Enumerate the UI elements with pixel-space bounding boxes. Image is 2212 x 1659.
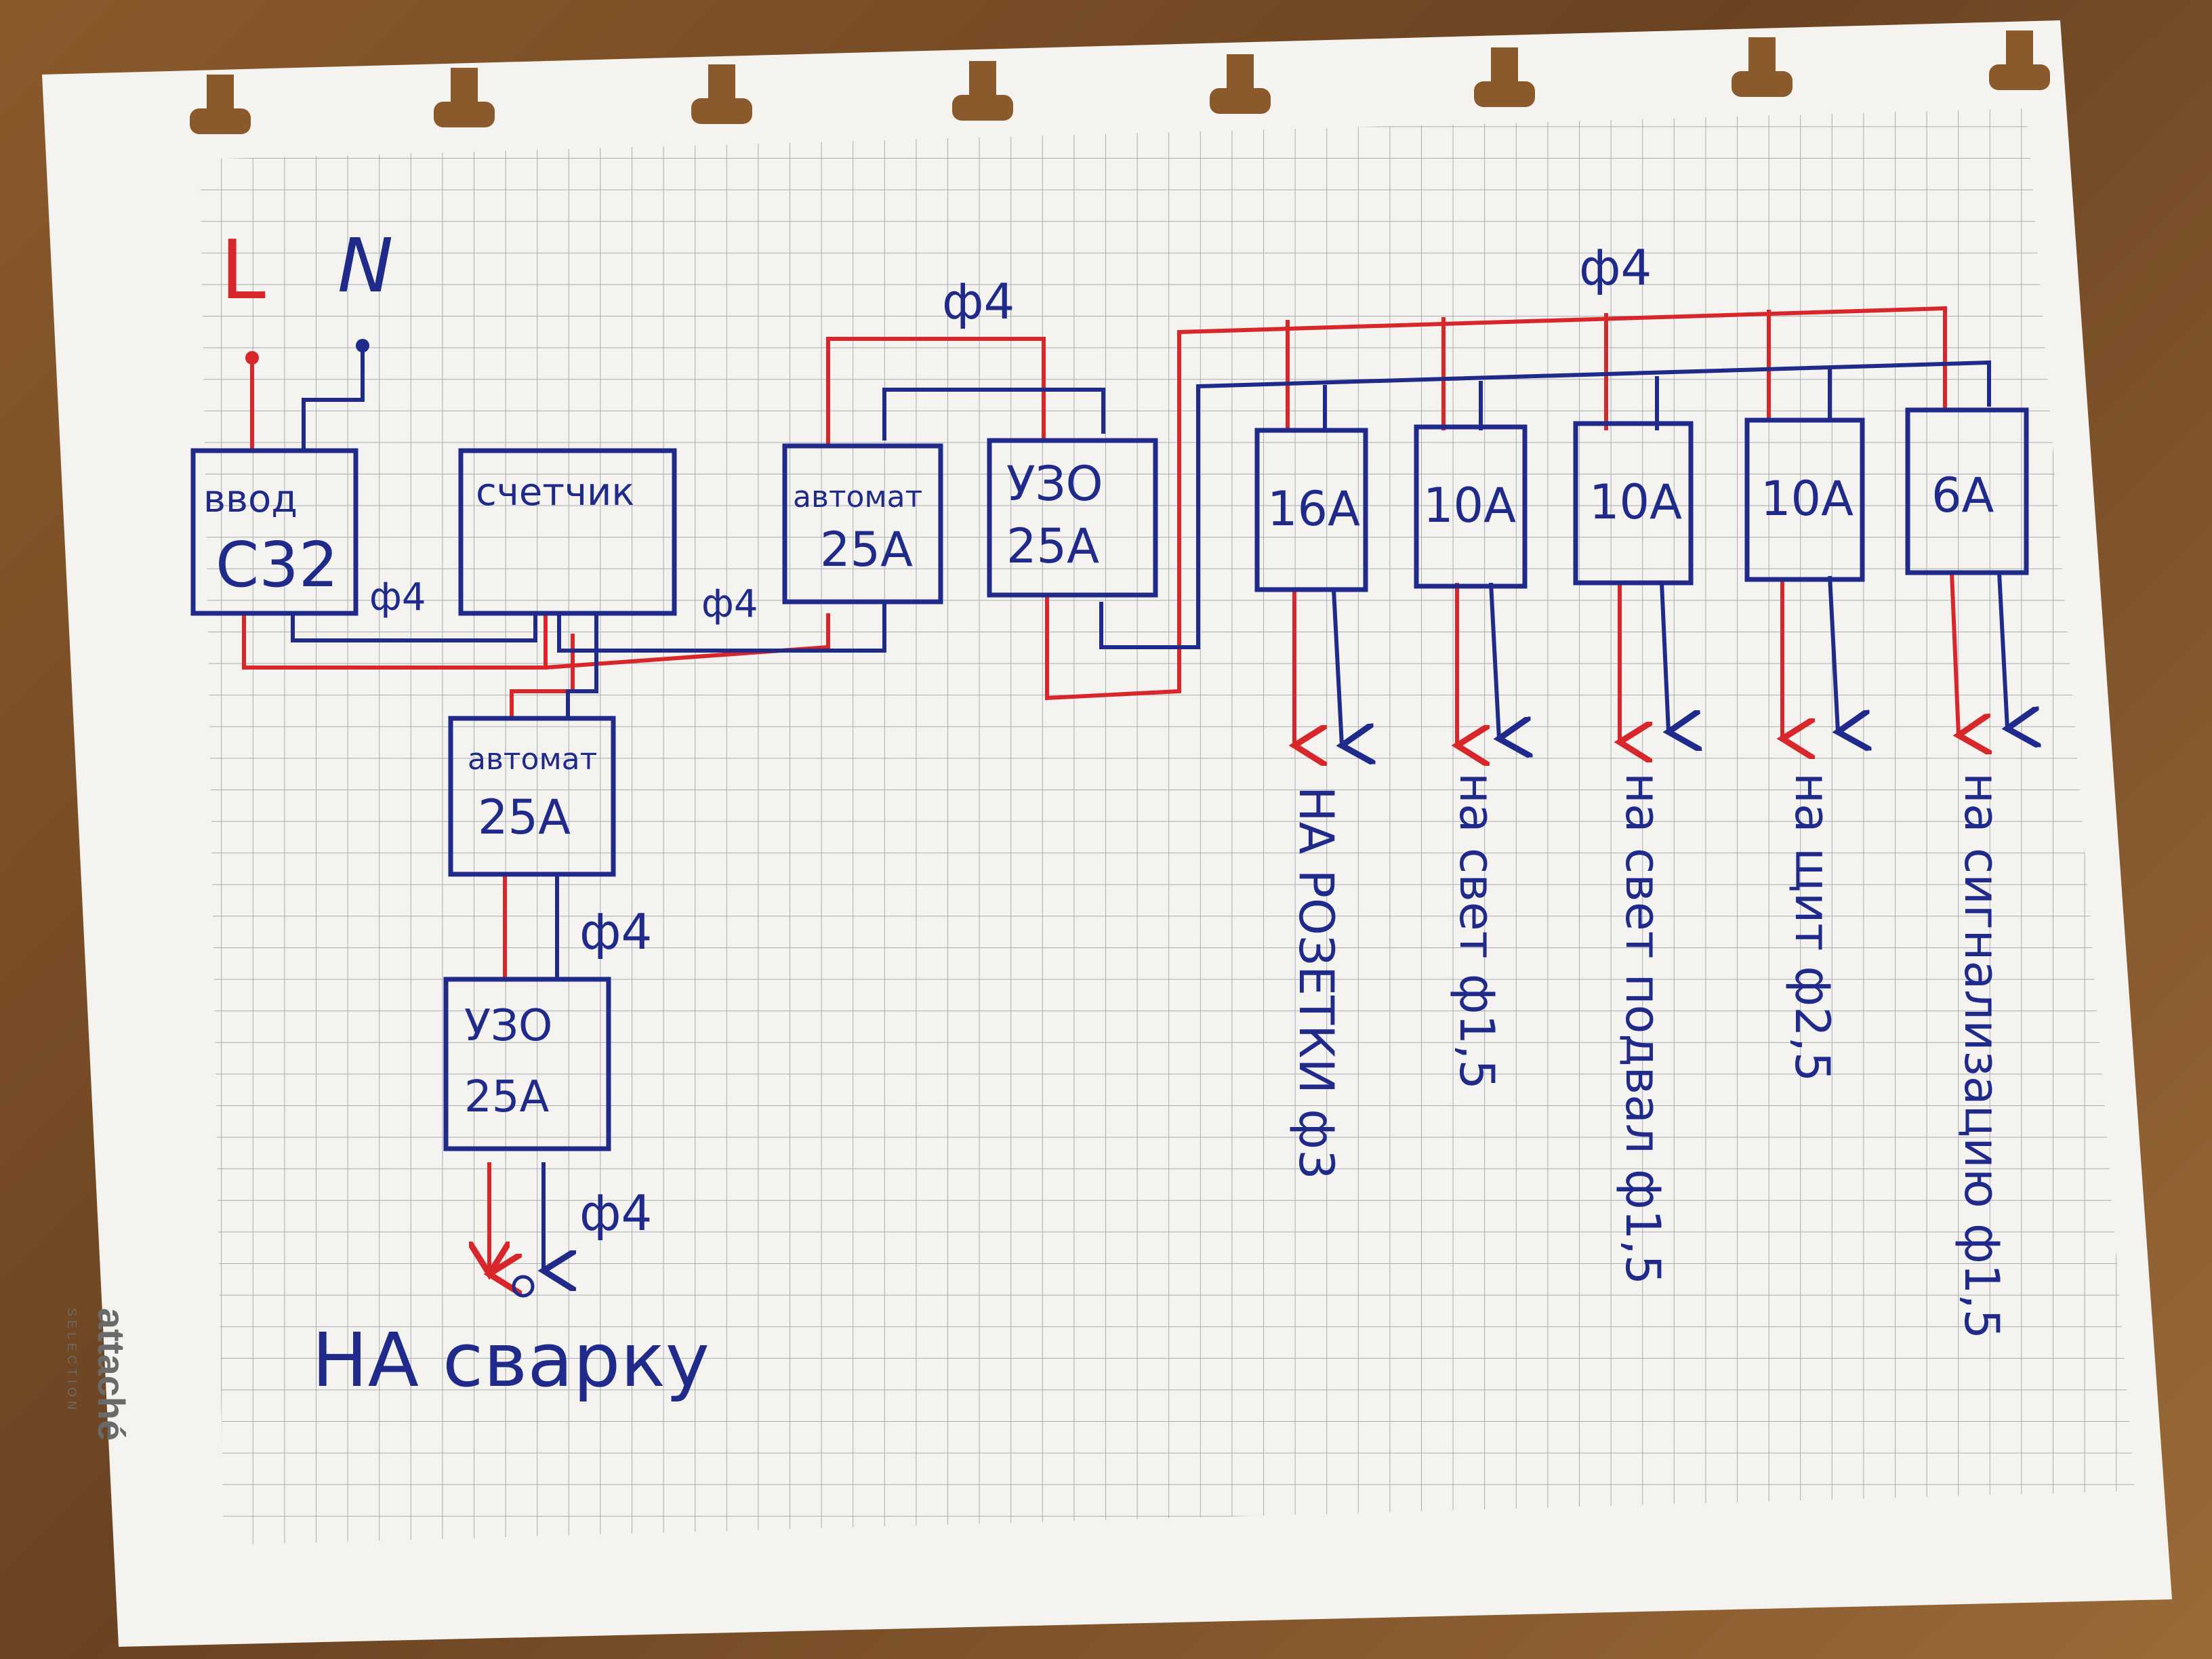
block-rcd-weld-line2: 25A xyxy=(464,1072,549,1122)
wire-label-input-meter: ф4 xyxy=(369,575,426,619)
branch-rating-1: 16A xyxy=(1267,481,1360,537)
block-rcd-weld-line1: УЗО xyxy=(464,1001,552,1051)
paper-grid xyxy=(200,108,2135,1545)
branch-rating-5: 6A xyxy=(1931,468,1994,523)
binder-tabs xyxy=(190,30,2050,134)
block-rcd-weld: УЗО 25A xyxy=(443,977,611,1151)
block-breaker-main: автомат 25A xyxy=(782,443,943,605)
branch-breaker-5: 6A xyxy=(1905,407,2029,575)
block-breaker-weld-line1: автомат xyxy=(468,742,597,777)
neutral-wires xyxy=(291,346,1991,1271)
branch-breaker-2: 10A xyxy=(1414,424,1528,589)
branch-breaker-4: 10A xyxy=(1744,417,1865,582)
block-meter: счетчик xyxy=(458,448,677,616)
branch-label-1: НА РОЗЕТКИ ф3 xyxy=(1288,786,1344,1180)
wire-label-top-right: ф4 xyxy=(1579,239,1652,296)
branch-label-3: на свет подвал ф1,5 xyxy=(1615,773,1671,1285)
phase-wires xyxy=(242,306,1947,1274)
branch-rating-4: 10A xyxy=(1761,471,1853,527)
phase-label: L xyxy=(220,224,266,318)
branch-rating-2: 10A xyxy=(1423,478,1516,533)
block-meter-line1: счетчик xyxy=(476,470,634,514)
block-input-line2: C32 xyxy=(216,529,338,601)
branch-breaker-3: 10A xyxy=(1573,421,1694,586)
branch-label-2: на свет ф1,5 xyxy=(1449,773,1504,1090)
brand-sublogo: SELECTION xyxy=(65,1308,79,1414)
neutral-label: N xyxy=(337,222,393,309)
welding-terminal xyxy=(512,1275,535,1298)
branch-rating-3: 10A xyxy=(1589,474,1682,530)
block-breaker-weld: автомат 25A xyxy=(448,716,616,877)
branch-neutral-arrows xyxy=(489,572,2007,1274)
branch-phase-arrows xyxy=(489,572,1959,1274)
block-breaker-main-line1: автомат xyxy=(793,480,922,514)
branch-breaker-1: 16A xyxy=(1254,428,1368,592)
block-rcd-main-line2: 25A xyxy=(1006,518,1099,574)
block-input: ввод C32 xyxy=(190,448,359,616)
block-breaker-weld-line2: 25A xyxy=(478,790,571,845)
block-rcd-main: УЗО 25A xyxy=(987,438,1158,598)
wire-label-top-left: ф4 xyxy=(942,273,1015,330)
block-rcd-main-line1: УЗО xyxy=(1006,456,1103,512)
block-input-line1: ввод xyxy=(203,477,298,521)
wire-label-meter-breaker: ф4 xyxy=(701,582,758,626)
branch-label-5: на сигнализацию ф1,5 xyxy=(1954,773,2009,1339)
wire-label-weld-out: ф4 xyxy=(579,1185,652,1242)
wire-label-weld-mid: ф4 xyxy=(579,903,652,960)
brand-logo: attaché xyxy=(90,1308,133,1441)
block-breaker-main-line2: 25A xyxy=(820,522,913,577)
welding-label: НА сварку xyxy=(312,1317,710,1404)
branch-label-4: на щит ф2,5 xyxy=(1784,773,1840,1082)
